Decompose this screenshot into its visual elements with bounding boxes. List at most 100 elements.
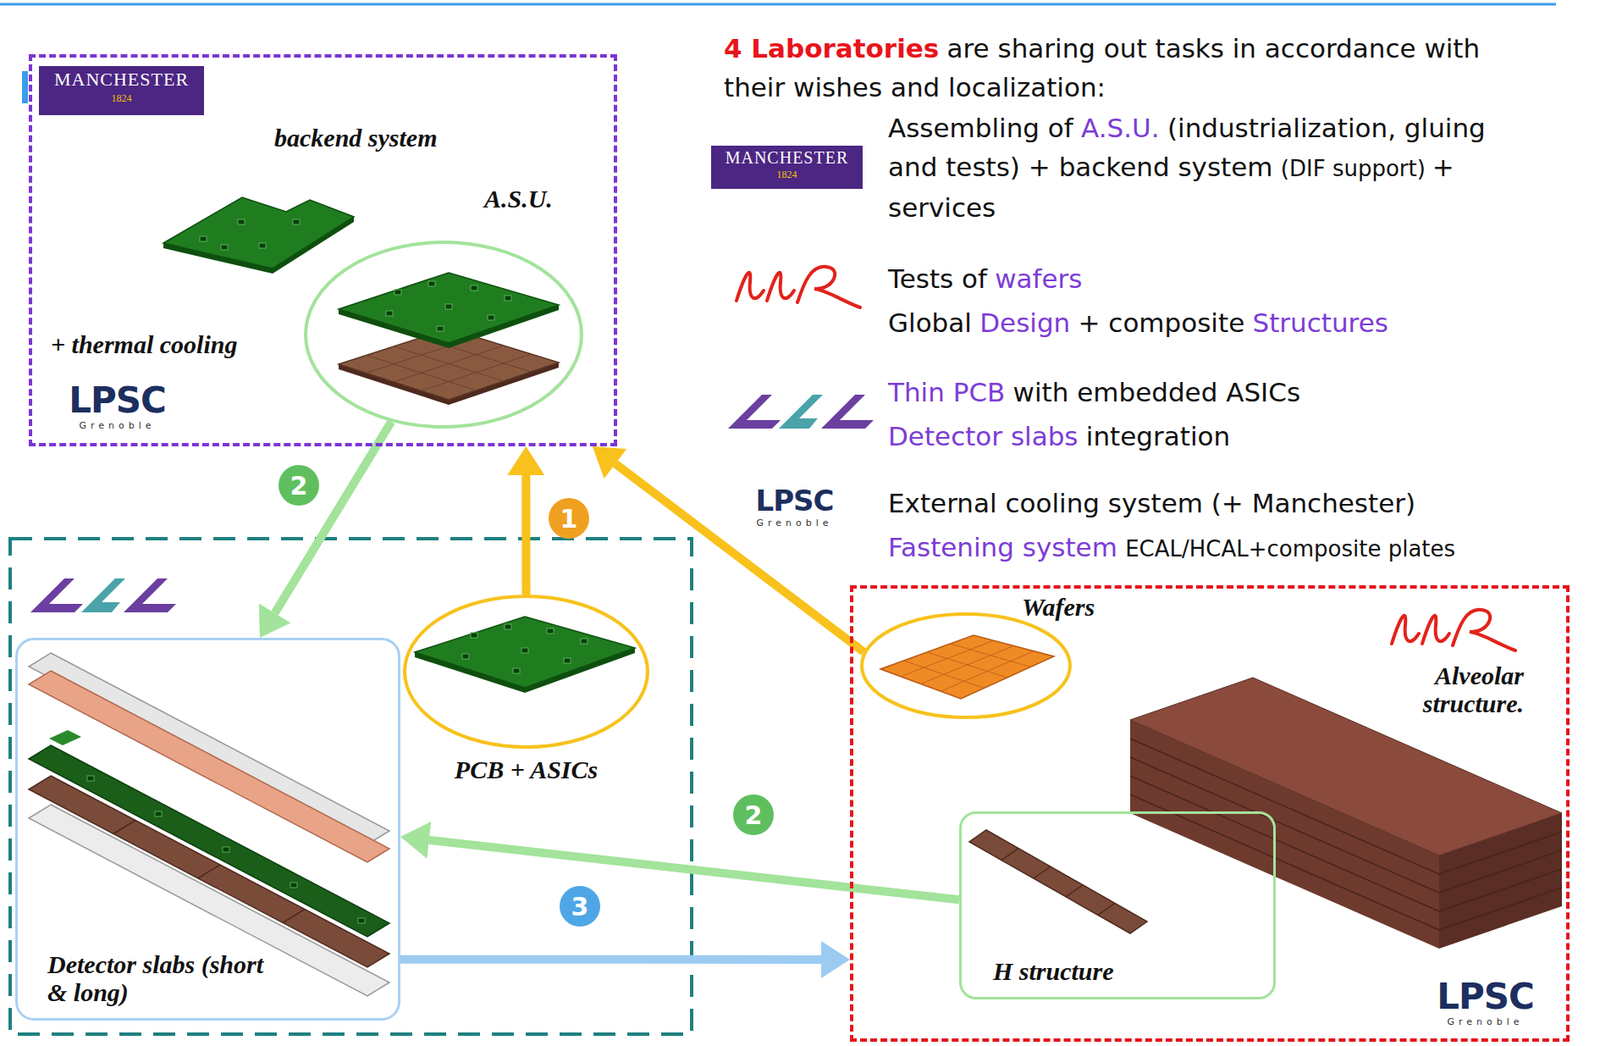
grid-line [940,651,1034,692]
logo-holder: Grenoble [1413,1015,1557,1027]
pcb-board [414,616,635,688]
callout-number: 1 [548,497,590,539]
logo-text: LPSC [1413,978,1557,1015]
flow-arrow [400,940,850,978]
joint-line [1097,902,1115,915]
logo-stroke [821,394,874,429]
note-text: wafers [994,263,1082,294]
note-text: Design [979,307,1071,338]
part-label: Detector slabs (short & long) [47,949,268,1006]
text-holder: + thermal cooling [50,330,238,359]
logo-holder: Grenoble [726,517,863,529]
layer-line [1439,887,1562,930]
label-holder: 1 [548,497,590,539]
flow-arrow [592,446,864,652]
component-circle: PCB + ASICs [402,594,650,749]
arrow-shaft [429,839,960,900]
circle-outline [861,613,1071,718]
asic-chips [386,281,512,332]
asic-chip [470,632,478,638]
logo-holder: LPSC [1413,978,1557,1015]
note-text: Detector slabs [888,420,1079,452]
logo-text: Grenoble [45,419,189,431]
asic-chip [394,289,402,295]
asic-chip [513,667,520,674]
note-paragraph: Assembling ofA.S.U.(industrialization, g… [888,108,1540,227]
logo-holder: 1824 [711,169,863,181]
note-text: Structures [1252,307,1389,338]
joint-line [1033,866,1051,878]
structure-box: H structure [959,811,1276,999]
grid-line [900,640,994,677]
wafer-grid [900,640,1035,691]
logo-text: LPSC [726,485,863,515]
text-holder: backend system [274,123,437,152]
logo-text: MANCHESTER [38,69,205,90]
logo-badge [711,145,863,189]
note-paragraph: GlobalDesign+ compositeStructures [888,303,1566,343]
asic-chip [222,846,230,852]
h-structure-strip [969,829,1148,933]
asic-chips [199,219,300,250]
arrow-shaft [615,463,864,652]
note-text: External cooling system (+ Manchester) [888,487,1416,519]
lab-logo [30,578,177,613]
joint-line [282,909,305,923]
flow-arrow [507,446,545,595]
wafer [880,634,1054,699]
part-label: H structure [993,956,1115,985]
logo-stroke [778,394,823,429]
note-text: Global [888,307,972,338]
note-paragraph: External cooling system (+ Manchester) [888,483,1583,523]
component-circle: Wafers [860,612,1072,719]
header-rule [0,3,1556,6]
layer-line [1130,756,1440,893]
callout-number: 2 [278,464,320,506]
flow-arrow [259,421,392,638]
asic-chip [470,285,478,291]
part-label: Alveolar structure. [1375,661,1524,718]
note-text: Assembling of [888,112,1074,144]
logo-text: 1824 [711,169,863,181]
asic-chip [154,811,162,817]
text-holder: PCB + ASICs [454,755,598,784]
asic-chip [428,281,436,287]
asic-chip [292,219,300,225]
note-text: with embedded ASICs [1013,376,1301,408]
logo-text: LPSC [45,382,189,419]
lab-logo [1391,609,1516,651]
arrow-head [259,603,292,638]
slab-box: Detector slabs (short & long) [15,637,401,1021]
asic-chip [259,242,266,249]
note-text: A.S.U. [1081,112,1160,144]
text-holder: A.S.U. [484,184,553,213]
circle-outline [305,242,582,427]
note-text: ECAL/HCAL+composite plates [1125,535,1456,562]
arrow-head [400,821,431,859]
logo-text: MANCHESTER [711,148,863,167]
lab-logo [736,266,861,308]
callout-number: 2 [733,794,774,835]
stack-layers [1130,738,1562,930]
note-paragraph: Fastening systemECAL/HCAL+composite plat… [888,527,1591,569]
text-holder: H structure [993,956,1115,985]
arrow-head [507,446,545,475]
note-paragraph: Detector slabsintegration [888,416,1566,456]
arrow-head [592,446,627,479]
part-label: + thermal cooling [50,330,238,359]
asic-chip [546,628,554,634]
asic-chip [504,623,512,629]
assembly-circle: A.S.U. [303,240,584,429]
asic-chip [436,325,444,332]
arrow-shaft [400,954,822,964]
note-paragraph: Tests ofwafers [888,259,1566,298]
circle-outline [402,594,650,749]
logo-holder: LPSC [45,382,189,419]
logo-holder: MANCHESTER [38,69,205,90]
pcb-tab [49,729,82,745]
note-text: + composite [1078,307,1246,338]
layer-line [1130,794,1440,930]
asic-chip [386,310,393,316]
note-text: 4 Laboratories [723,33,939,64]
